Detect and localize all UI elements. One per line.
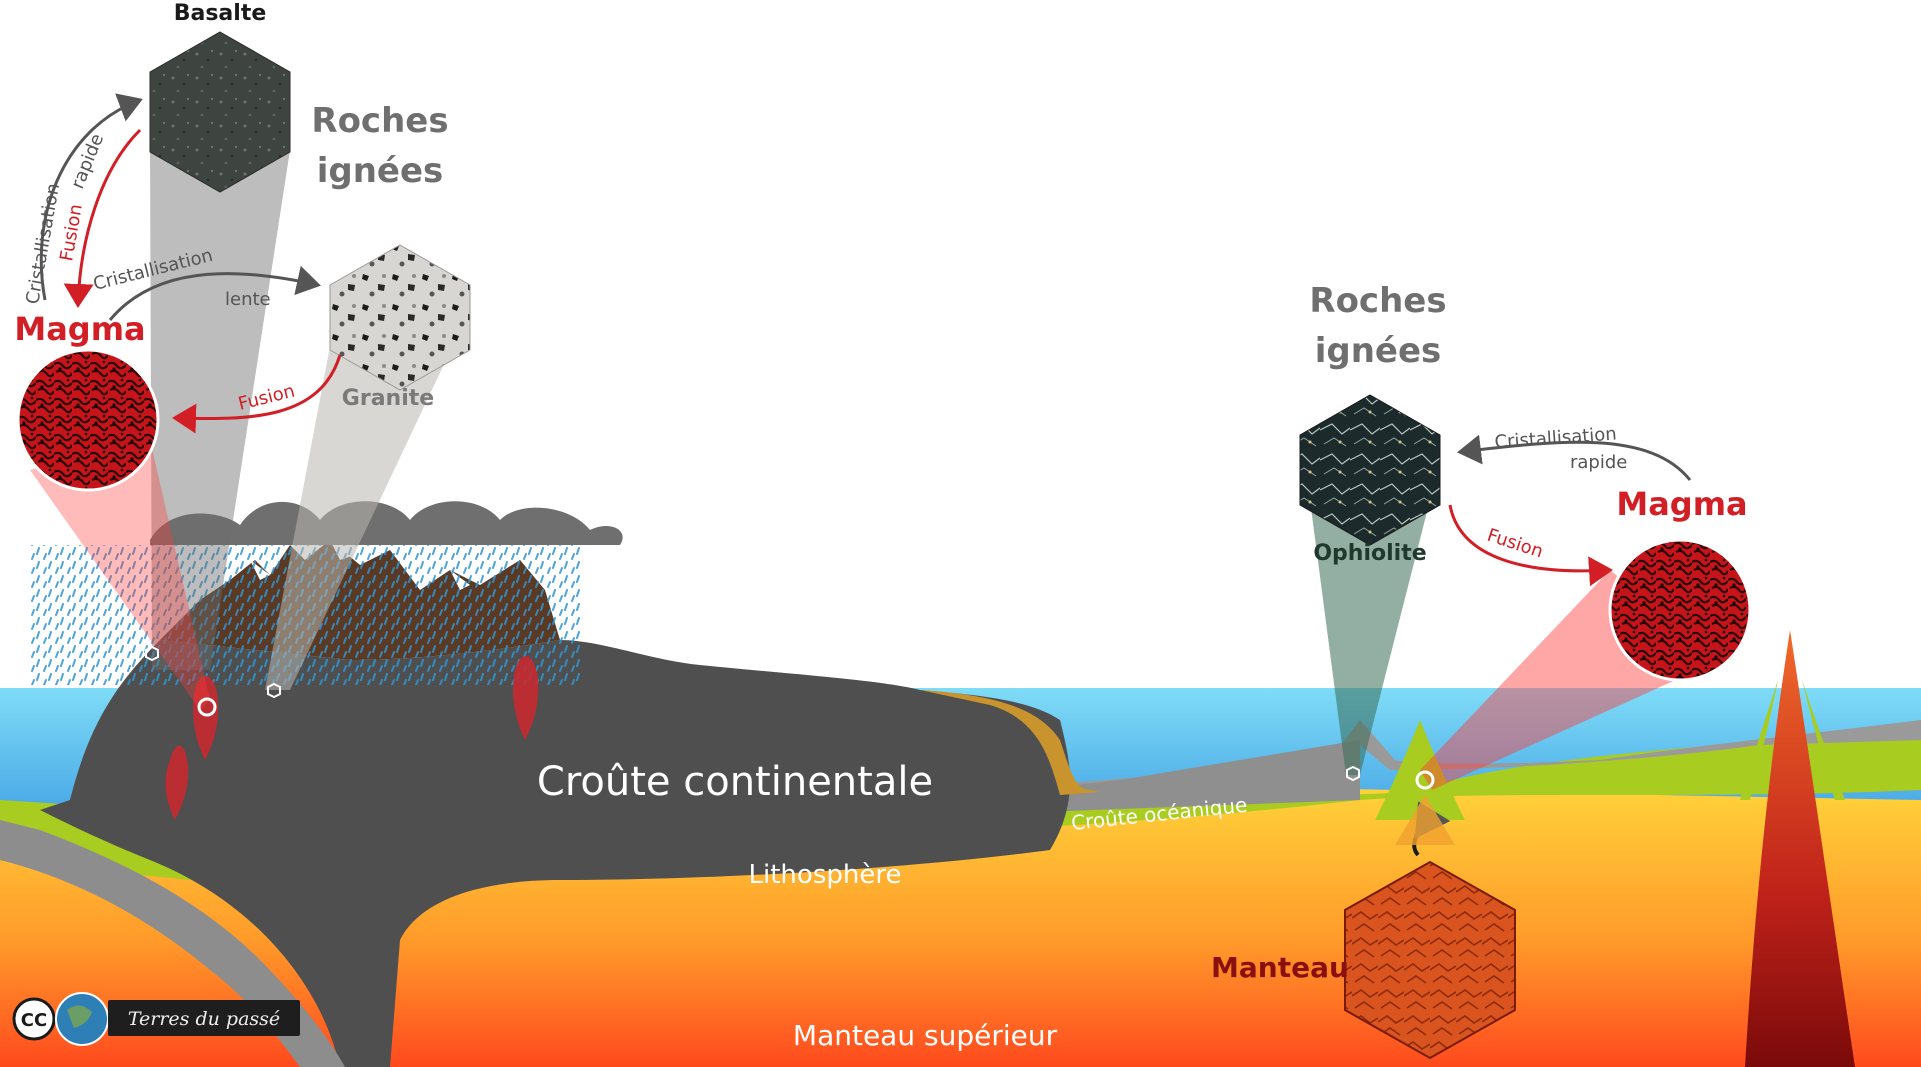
right-title-line1: Roches [1309,281,1446,321]
magma-pocket-2 [165,745,189,820]
beam-magma [30,440,210,710]
beam-ophiolite [1310,500,1430,775]
cryst-right-label1: Cristallisation [1494,424,1617,453]
beam-basalt [150,150,290,670]
arrow-cryst-fast [39,93,143,301]
continental-crust-label: Croûte continentale [537,759,933,805]
granite-label: Granite [342,386,434,411]
basalt-sample [149,31,291,193]
mantle-plume [1745,630,1855,1067]
arrow-cryst-slow [108,265,321,321]
mantle-label: Manteau [1211,951,1349,984]
left-title-line2: ignées [317,151,444,191]
lithosphere-label: Lithosphère [749,860,902,890]
cryst-fast-label1: Cristallisation [22,182,64,306]
sea-floor-left [1040,740,1360,812]
ophiolite-sample [1299,394,1441,546]
magma-pocket-3 [513,656,539,740]
arrow-cryst-right [1457,434,1692,481]
mantle-sample [1344,860,1516,1060]
arrow-fusion-right [1448,504,1613,587]
ridge-magma [1395,795,1455,845]
sediment [920,690,1100,795]
sample-point-basalt [145,645,159,662]
right-magma-label: Magma [1616,485,1747,523]
beam-granite [265,320,465,690]
arrow-fusion-bottom [172,354,342,434]
cryst-slow-label2: lente [225,289,271,310]
sample-point-granite [267,682,281,699]
plume-rim [1740,680,1845,800]
upper-mantle-label: Manteau supérieur [793,1019,1058,1052]
left-magma-label: Magma [14,310,145,348]
magma-pocket-1 [193,676,219,760]
mid-ocean-ridge [1375,720,1465,820]
right-title-line2: ignées [1315,331,1442,371]
continental-crust [40,640,1070,1067]
cryst-fast-label2: rapide [67,131,108,192]
right-igneous-group: Roches ignées Ophiolite Magma Cristallis… [1211,281,1752,1060]
ophiolite-label: Ophiolite [1313,541,1426,566]
cryst-right-label2: rapide [1570,452,1627,473]
right-magma-sample [1608,538,1752,682]
credit-graphic: CC Terres du passé [12,992,300,1046]
sample-point-ophiolite [1346,765,1360,782]
cloud-bank [150,501,623,545]
left-magma-sample [16,348,160,492]
credit-name: Terres du passé [128,1008,280,1030]
credit-badge: CC Terres du passé [12,990,302,1048]
cc-mark: CC [21,1010,47,1031]
sample-point-magma [197,697,217,717]
basalt-label: Basalte [174,1,267,26]
sample-point-ridge [1415,770,1435,790]
arrow-fusion-top [63,128,142,308]
left-igneous-group: Basalte Roches ignées Granite Magma Cris… [14,1,471,717]
left-title-line1: Roches [311,101,448,141]
granite-sample [329,244,471,391]
